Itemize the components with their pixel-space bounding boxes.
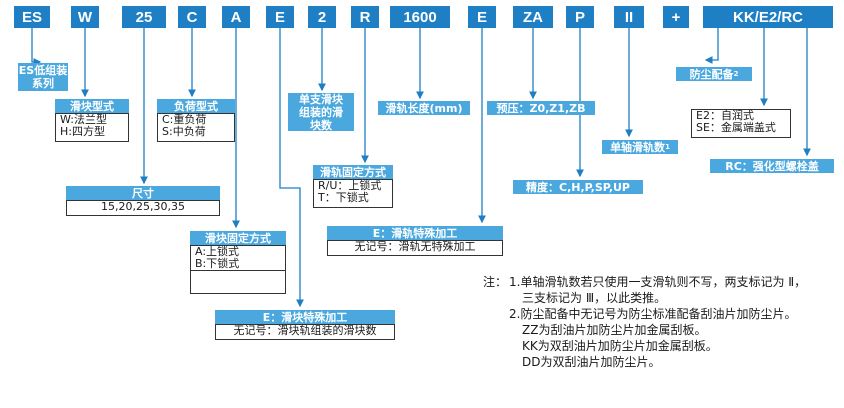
block-special-item: 无记号：滑块轨组装的滑块数	[233, 324, 377, 337]
note-line: 2.防尘配备中无记号为防尘标准配备刮油片加防尘片。	[509, 307, 797, 321]
precision-header: 精度：C,H,P,SP,UP	[513, 180, 643, 194]
block-type-box: W:法兰型 H:四方型	[55, 113, 129, 142]
rail-fixing-header: 滑轨固定方式	[313, 165, 393, 179]
rail-fixing-box: R/U：上锁式 T：下锁式	[313, 179, 393, 208]
block-special-box: 无记号：滑块轨组装的滑块数	[215, 324, 395, 340]
code-block-special: E	[266, 6, 294, 28]
code-series: ES	[14, 6, 50, 28]
block-type-header: 滑块型式	[55, 99, 129, 113]
note-line: 1.单轴滑轨数若只使用一支滑轨则不写，两支标记为 Ⅱ，	[509, 275, 807, 289]
dust-box: E2：自润式 SE：金属端盖式	[691, 109, 791, 138]
size-header: 尺寸	[66, 186, 220, 200]
load-type-box: C:重负荷 S:中负荷	[157, 113, 235, 142]
block-fixing-box: A:上锁式 B:下锁式	[190, 245, 286, 294]
code-dust: KK/E2/RC	[703, 6, 833, 28]
code-block-fixing: A	[222, 6, 250, 28]
code-precision: P	[566, 6, 594, 28]
dust-label: 防尘配备	[689, 67, 734, 81]
note-line: ZZ为刮油片加防尘片加金属刮板。	[522, 323, 707, 337]
note-line: KK为双刮油片加防尘片加金属刮板。	[522, 339, 718, 353]
code-load-type: C	[178, 6, 206, 28]
rail-length-header: 滑轨长度(mm)	[378, 101, 470, 115]
note-line: 三支标记为 Ⅲ，以此类推。	[522, 291, 667, 305]
load-type-header: 负荷型式	[157, 99, 235, 113]
rail-fixing-item: T：下锁式	[318, 191, 369, 204]
size-box: 15,20,25,30,35	[66, 200, 220, 216]
rail-special-box: 无记号：滑轨无特殊加工	[327, 240, 503, 256]
block-type-item: W:法兰型	[60, 113, 107, 126]
series-header: ES低组装系列	[18, 63, 68, 91]
code-plus: +	[663, 6, 689, 28]
block-fixing-item: A:上锁式	[195, 245, 240, 258]
blocks-per-rail-header: 单支滑块组装的滑块数	[288, 93, 354, 132]
line-dust	[704, 28, 719, 64]
code-size: 25	[122, 6, 166, 28]
rail-special-item: 无记号：滑轨无特殊加工	[354, 240, 476, 253]
block-special-header: E：滑块特殊加工	[215, 310, 395, 324]
note-line: DD为双刮油片加防尘片。	[522, 355, 661, 369]
block-fixing-header: 滑块固定方式	[190, 231, 286, 245]
block-fixing-item: B:下锁式	[195, 257, 240, 270]
block-type-item: H:四方型	[60, 125, 105, 138]
code-rail-special: E	[468, 6, 496, 28]
rail-fixing-item: R/U：上锁式	[318, 179, 382, 192]
load-type-item: C:重负荷	[162, 113, 207, 126]
code-block-type: W	[71, 6, 99, 28]
rail-special-header: E：滑轨特殊加工	[327, 226, 503, 240]
code-rail-length: 1600	[390, 6, 450, 28]
size-value: 15,20,25,30,35	[101, 200, 185, 213]
load-type-item: S:中负荷	[162, 125, 206, 138]
preload-header: 预压：Z0,Z1,ZB	[487, 101, 595, 115]
notes-prefix: 注：	[483, 275, 508, 289]
code-rail-count: II	[614, 6, 644, 28]
rail-count-label: 单轴滑轨数	[610, 140, 666, 154]
block-fixing-empty	[191, 270, 285, 283]
code-preload: ZA	[513, 6, 553, 28]
dust-item: SE：金属端盖式	[696, 121, 776, 134]
dust-item: E2：自润式	[696, 109, 754, 122]
line-series	[31, 28, 42, 66]
code-rail-fixing: R	[351, 6, 379, 28]
rc-header: RC：强化型螺栓盖	[710, 159, 834, 173]
code-blocks-per-rail: 2	[308, 6, 336, 28]
line-block-special	[279, 28, 304, 308]
